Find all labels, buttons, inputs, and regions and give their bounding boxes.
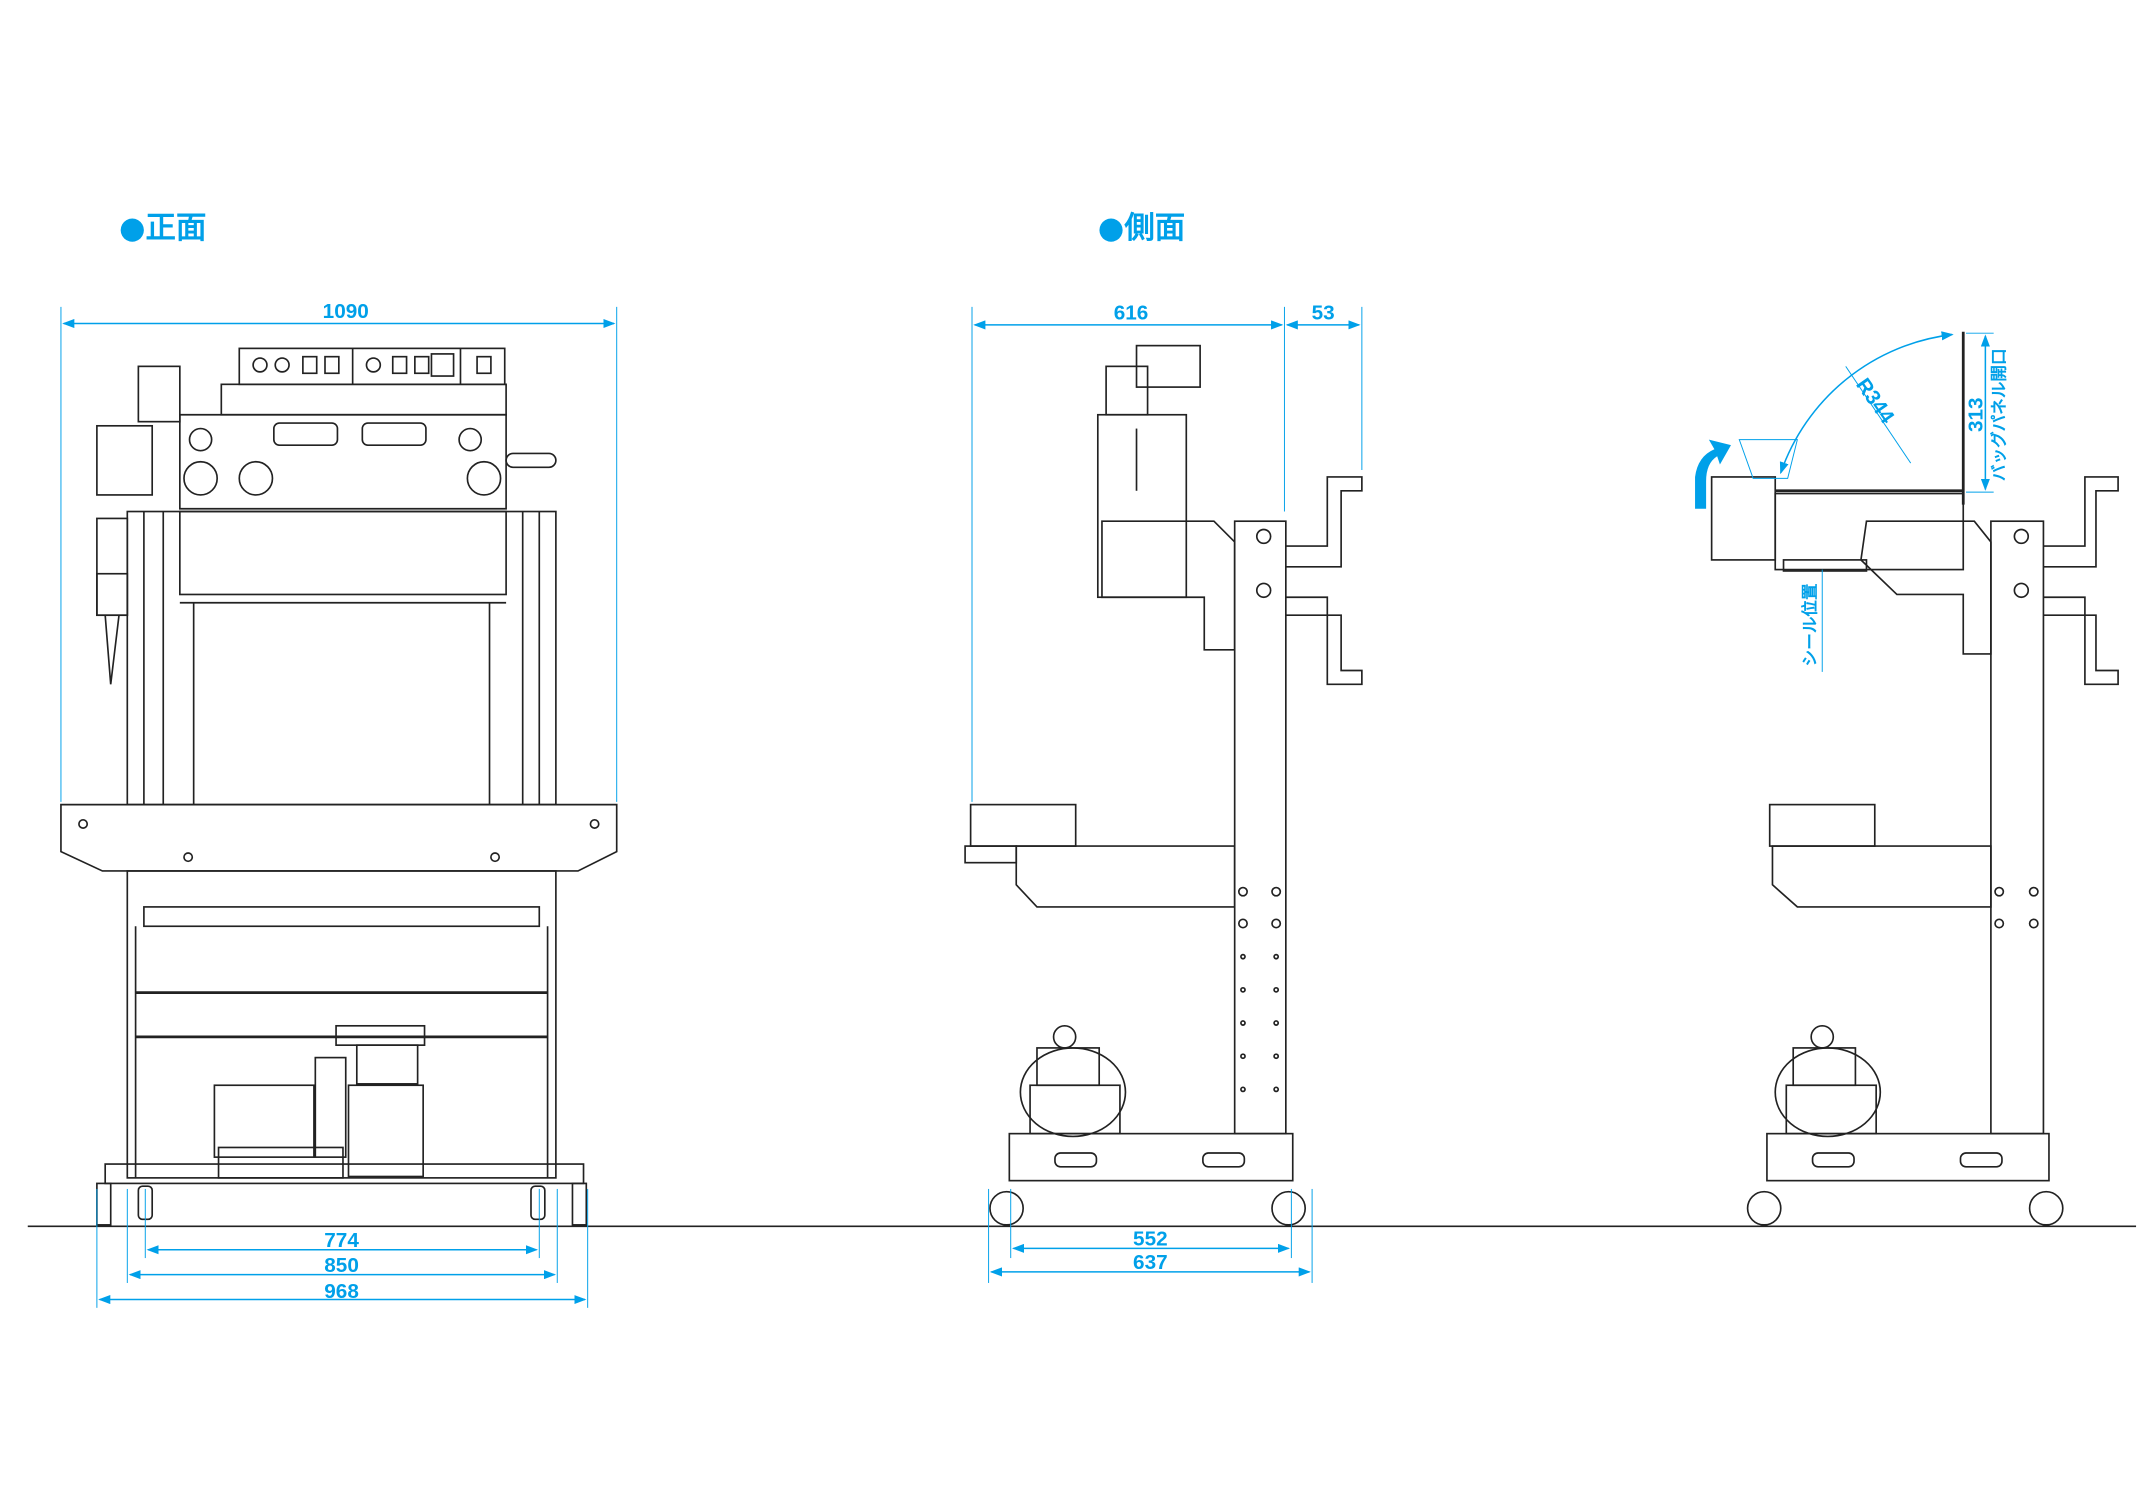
dim-r344: R344 [1851, 374, 1899, 428]
dim-850: 850 [324, 1254, 359, 1277]
side-dimensions: 616 53 552 637 [971, 301, 1363, 1283]
dim-53: 53 [1312, 301, 1335, 324]
dim-774: 774 [324, 1229, 359, 1252]
column-holes [1240, 953, 1280, 1093]
dim-637: 637 [1133, 1251, 1168, 1274]
heading-side: ●側面 [1098, 211, 1185, 246]
dim-552: 552 [1133, 1228, 1168, 1251]
front-view-machine [60, 347, 618, 1226]
open-panel-dimensions: R344 313 バッグパネル開口 シール位置 [1695, 331, 2009, 672]
dim-968: 968 [324, 1280, 359, 1303]
dim-1090: 1090 [323, 300, 369, 323]
heading-front: ●正面 [119, 211, 206, 246]
dim-313: 313 [1965, 397, 1988, 432]
bag-panel-opening-label: バッグパネル開口 [1989, 348, 2009, 481]
side-view-machine [964, 344, 1363, 1226]
front-dimensions: 1090 774 850 968 [60, 300, 618, 1308]
dim-616: 616 [1114, 301, 1149, 324]
open-side-view-machine [1710, 331, 2119, 1226]
seal-position-label: シール位置 [1799, 583, 1819, 666]
rotate-arrow-icon [1695, 439, 1731, 509]
